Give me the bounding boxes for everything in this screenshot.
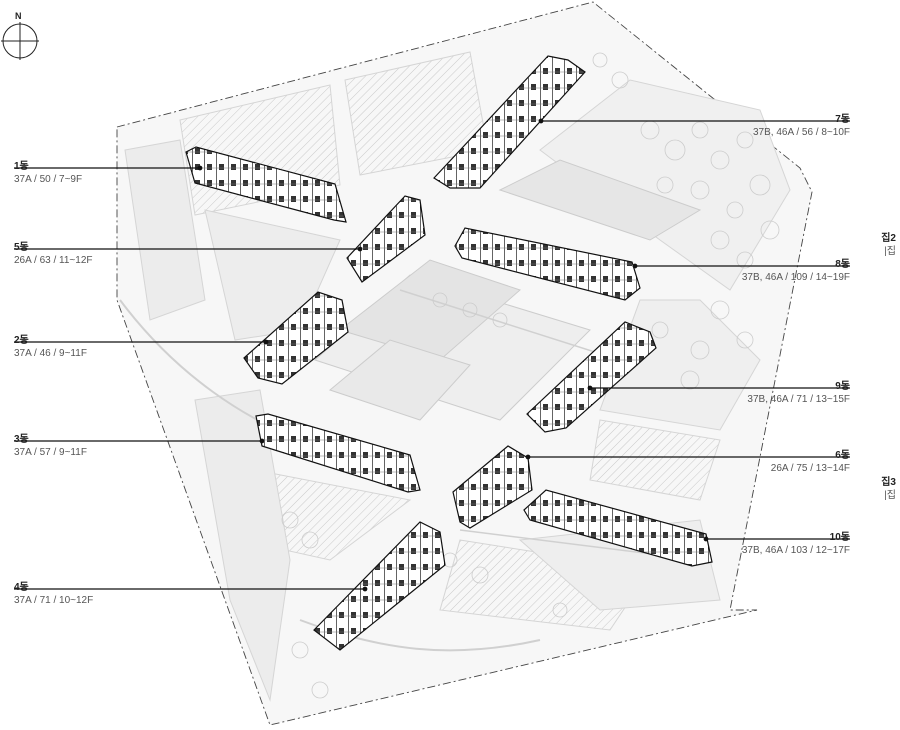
building-info: 26A / 75 / 13~14F [770, 463, 850, 474]
building-name: 5동 [14, 242, 29, 253]
building-7-footprint [433, 55, 586, 189]
label-building-7: 7동 37B, 46A / 56 / 8~10F [753, 115, 850, 138]
building-name: 10동 [829, 532, 850, 543]
building-3-footprint [255, 413, 421, 493]
side-label-sub: |집 [884, 490, 896, 501]
building-info: 26A / 63 / 11~12F [14, 255, 93, 266]
label-building-2: 2동 37A / 46 / 9~11F [14, 336, 87, 359]
building-info: 37A / 57 / 9~11F [14, 447, 87, 458]
building-10-footprint [523, 489, 713, 567]
building-name: 1동 [14, 161, 29, 172]
label-building-10: 10동 37B, 46A / 103 / 12~17F [742, 533, 850, 556]
building-name: 7동 [835, 114, 850, 125]
building-info: 37B, 46A / 103 / 12~17F [741, 545, 850, 556]
building-name: 2동 [14, 335, 29, 346]
building-info: 37A / 50 / 7~9F [14, 174, 83, 185]
label-building-3: 3동 37A / 57 / 9~11F [14, 435, 87, 458]
side-label-sub: |집 [884, 246, 896, 257]
side-label-title: 집3 [881, 477, 896, 488]
label-building-5: 5동 26A / 63 / 11~12F [14, 243, 93, 266]
north-label: N [15, 11, 22, 21]
building-info: 37B, 46A / 71 / 13~15F [747, 394, 850, 405]
building-2-footprint [243, 291, 349, 385]
building-8-footprint [454, 227, 641, 301]
building-info: 37A / 71 / 10~12F [14, 595, 94, 606]
label-building-9: 9동 37B, 46A / 71 / 13~15F [747, 382, 850, 405]
building-info: 37B, 46A / 56 / 8~10F [752, 127, 850, 138]
building-name: 9동 [835, 381, 850, 392]
label-building-6: 6동 26A / 75 / 13~14F [771, 451, 850, 474]
building-name: 4동 [14, 582, 29, 593]
building-5-footprint [346, 195, 426, 283]
side-label-title: 집2 [881, 233, 896, 244]
label-building-8: 8동 37B, 46A / 109 / 14~19F [742, 260, 850, 283]
side-label-1: 집2 |집 [881, 234, 896, 257]
building-info: 37B, 46A / 109 / 14~19F [741, 272, 850, 283]
building-name: 6동 [835, 450, 850, 461]
north-arrow-icon [1, 22, 39, 60]
label-building-1: 1동 37A / 50 / 7~9F [14, 162, 82, 185]
building-6-footprint [452, 445, 533, 529]
building-name: 8동 [835, 259, 850, 270]
side-label-2: 집3 |집 [881, 478, 896, 501]
trees [281, 52, 780, 699]
building-1-footprint [185, 146, 347, 223]
building-name: 3동 [14, 434, 29, 445]
building-4-footprint [313, 521, 446, 651]
label-building-4: 4동 37A / 71 / 10~12F [14, 583, 93, 606]
building-9-footprint [526, 321, 657, 433]
building-info: 37A / 46 / 9~11F [14, 348, 87, 359]
leader-lines [14, 118, 850, 592]
